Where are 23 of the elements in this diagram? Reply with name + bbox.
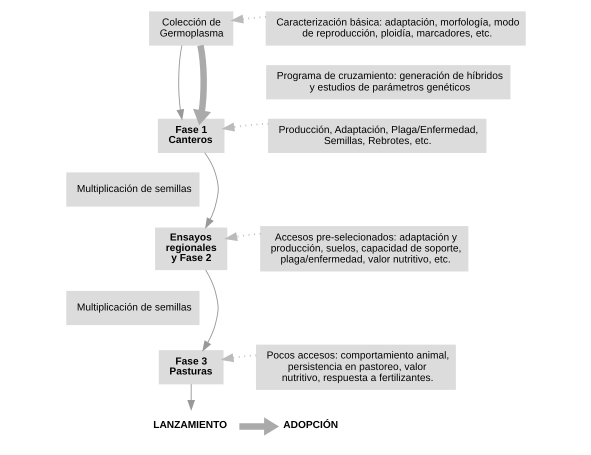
arrow	[202, 270, 218, 352]
node-box: Caracterización básica: adaptación, morfología, modo de reproducción, ploidía, marcadores, etc.	[265, 11, 526, 46]
node-box: Colección de Germoplasma	[148, 11, 233, 46]
arrow	[220, 122, 268, 132]
arrow	[224, 232, 260, 242]
node-box: Pocos accesos: comportamiento animal, persistencia en pastoreo, valor nutritivo, respuesta a fertilizantes.	[255, 344, 456, 390]
node-box: Ensayos regionales y Fase 2	[154, 228, 227, 270]
arrow	[192, 44, 211, 126]
arrow	[176, 45, 184, 120]
node-box: Accesos pre-selecionados: adaptación y producción, suelos, capacidad de soporte, plaga/enfermedad, valor nutritivo, etc.	[260, 226, 468, 272]
node-box: Multiplicación de semillas	[66, 290, 200, 326]
node-box: Fase 1 Canteros	[157, 118, 224, 153]
node-text: ADOPCIÓN	[282, 420, 338, 432]
node-box: Multiplicación de semillas	[66, 172, 200, 207]
arrow	[204, 152, 218, 229]
arrow	[230, 14, 266, 24]
node-box: Programa de cruzamiento: generación de híbridos y estudios de parámetros genéticos	[266, 65, 510, 100]
arrow	[186, 384, 195, 412]
node-text: LANZAMIENTO	[152, 420, 227, 432]
node-box: Producción, Adaptación, Plaga/Enfermedad, Semillas, Rebrotes, etc.	[268, 118, 486, 153]
arrow	[238, 417, 279, 436]
node-box: Fase 3 Pasturas	[158, 350, 224, 384]
arrow	[220, 353, 256, 362]
